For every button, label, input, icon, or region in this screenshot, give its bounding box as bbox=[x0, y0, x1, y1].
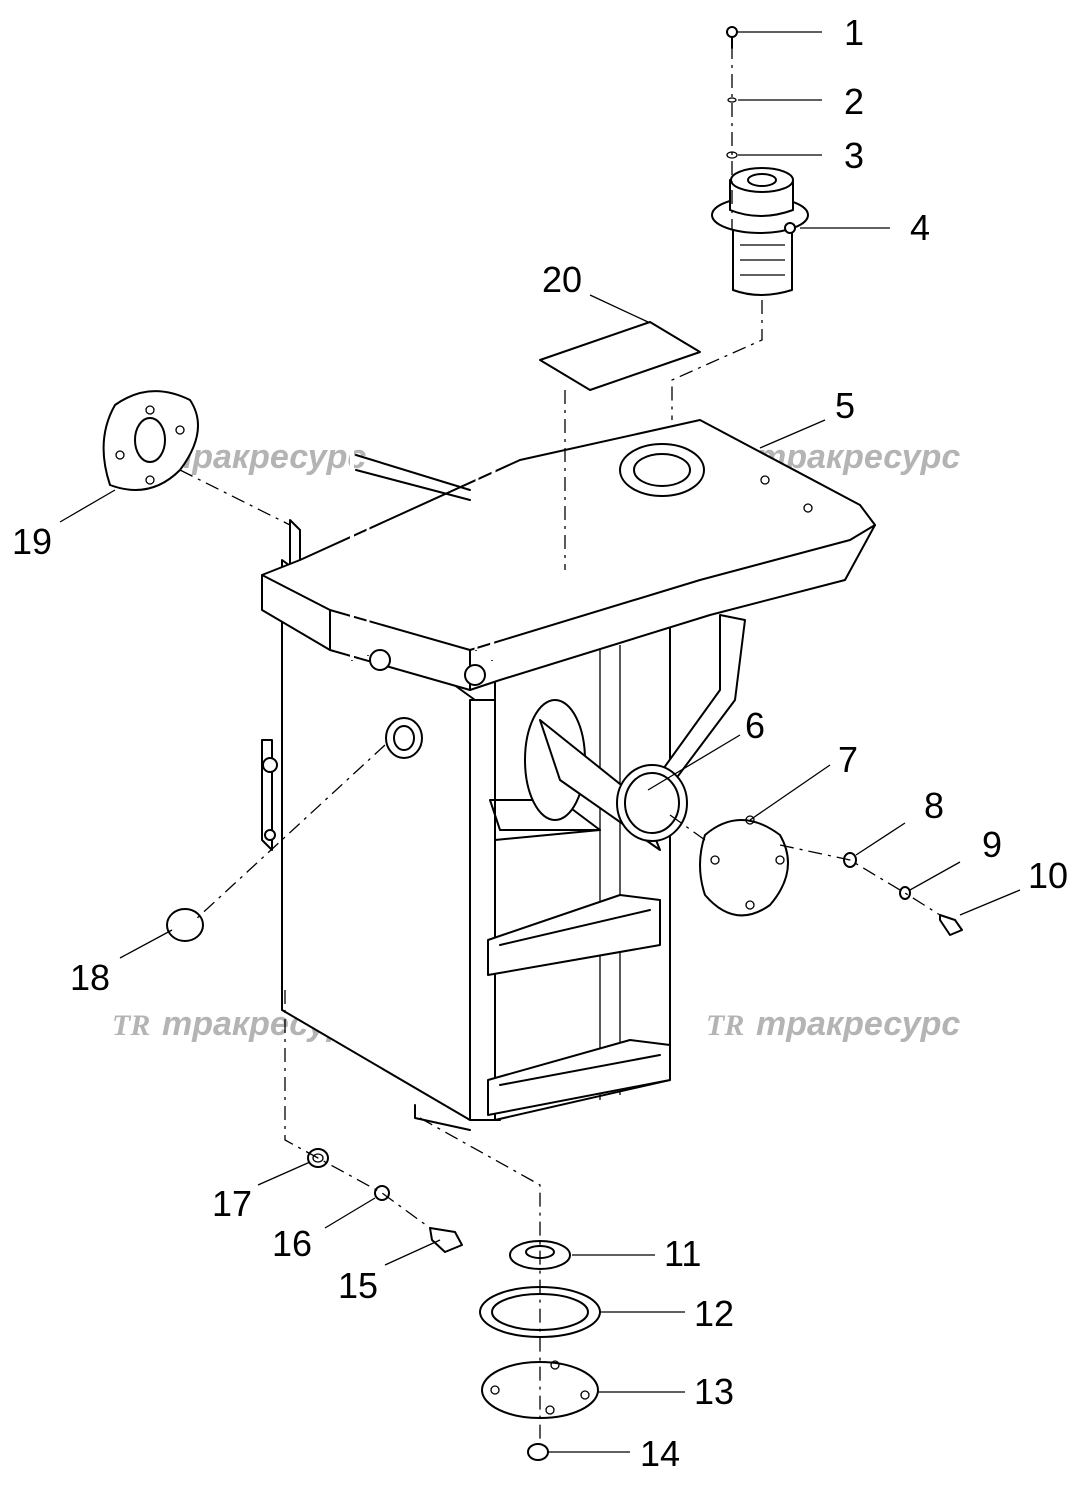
step-middle bbox=[487, 894, 661, 976]
drain-plug-14 bbox=[527, 1443, 549, 1461]
callout-10: 10 bbox=[1028, 855, 1068, 896]
hydraulic-tank bbox=[261, 419, 876, 1131]
callout-17: 17 bbox=[212, 1183, 252, 1224]
callout-14: 14 bbox=[640, 1433, 680, 1474]
bottom-cover-13 bbox=[481, 1360, 599, 1419]
watermark-top-left: TR тракресурс bbox=[112, 438, 366, 476]
callout-11: 11 bbox=[664, 1233, 701, 1274]
watermark-logo: TR bbox=[112, 1009, 150, 1042]
callout-1: 1 bbox=[844, 12, 864, 53]
watermark-logo: TR bbox=[706, 1009, 744, 1042]
callout-18: 18 bbox=[70, 957, 110, 998]
callout-12: 12 bbox=[694, 1293, 734, 1334]
breather-filter bbox=[711, 26, 809, 296]
handrail bbox=[350, 252, 498, 686]
step-lower bbox=[487, 1039, 671, 1116]
callout-16: 16 bbox=[272, 1223, 312, 1264]
warning-label bbox=[539, 321, 701, 391]
callout-15: 15 bbox=[338, 1265, 378, 1306]
watermark-text: тракресурс bbox=[756, 1005, 960, 1043]
plug bbox=[166, 908, 204, 942]
callout-3: 3 bbox=[844, 135, 864, 176]
bolt-10 bbox=[939, 914, 963, 936]
watermark-text: тракресурс bbox=[162, 438, 366, 476]
callout-labels: 1 2 3 4 5 6 7 8 9 10 11 12 13 14 15 16 1… bbox=[12, 12, 1068, 1474]
leader-lines bbox=[59, 31, 1021, 1453]
callout-19: 19 bbox=[12, 521, 52, 562]
watermark-bottom-right: TR тракресурс bbox=[706, 1005, 960, 1043]
callout-20: 20 bbox=[542, 259, 582, 300]
callout-9: 9 bbox=[982, 824, 1002, 865]
assembly-lines bbox=[179, 45, 941, 1445]
callout-6: 6 bbox=[745, 705, 765, 746]
callout-2: 2 bbox=[844, 81, 864, 122]
bolt-15 bbox=[429, 1227, 463, 1253]
suction-pipe bbox=[524, 699, 688, 851]
callout-7: 7 bbox=[838, 739, 858, 780]
lock-washer-16 bbox=[374, 1185, 390, 1201]
callout-8: 8 bbox=[924, 785, 944, 826]
lock-washer-9 bbox=[899, 886, 911, 900]
cover-plate bbox=[699, 815, 789, 917]
callout-5: 5 bbox=[835, 385, 855, 426]
callout-4: 4 bbox=[910, 207, 930, 248]
callout-13: 13 bbox=[694, 1371, 734, 1412]
